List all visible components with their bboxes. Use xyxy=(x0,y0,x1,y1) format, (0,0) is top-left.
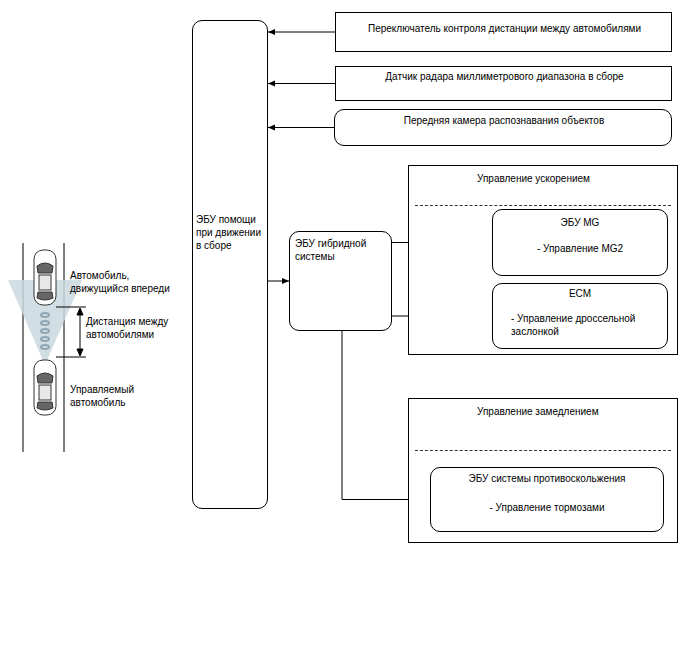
radar-waves xyxy=(41,313,49,349)
node-title: Управление замедлением xyxy=(477,405,673,418)
node-title: ЭБУ системы противоскольжения xyxy=(431,472,663,485)
node-body: - Управление MG2 xyxy=(493,242,667,255)
node-title: Управление ускорением xyxy=(477,172,673,185)
group-box: Управление замедлениемЭБУ системы против… xyxy=(408,398,678,543)
node-title: ECM xyxy=(493,287,667,300)
illustration-label: Управляемый автомобиль xyxy=(70,383,170,409)
node-title: Переключатель контроля дистанции между а… xyxy=(336,22,673,35)
node-title: ЭБУ гибридной системы xyxy=(295,237,387,263)
connector-arrow xyxy=(268,32,335,33)
ecu-box: ЭБУ системы противоскольжения - Управлени… xyxy=(430,467,664,532)
node-body: - Управление дроссельной заслонкой xyxy=(511,312,661,338)
dashed-divider xyxy=(415,205,671,206)
node-body: - Управление тормозами xyxy=(431,501,663,514)
front-car xyxy=(34,250,56,305)
connector-arrow xyxy=(268,127,334,128)
illustration-label: Автомобиль, движущийся впереди xyxy=(70,269,182,295)
lane-line xyxy=(64,243,65,452)
node-title: ЭБУ помощи при движении в сборе xyxy=(196,213,264,252)
connector-arrow xyxy=(268,83,335,84)
input-box: Передняя камера распознавания объектов xyxy=(334,109,672,146)
illustration-label: Дистанция между автомобилями xyxy=(86,315,196,341)
group-box: Управление ускорениемЭБУ MG - Управление … xyxy=(408,165,678,355)
input-box: Переключатель контроля дистанции между а… xyxy=(335,12,672,52)
node-title: Датчик радара миллиметрового диапазона в… xyxy=(336,70,673,83)
dashed-divider xyxy=(415,450,671,451)
connector-arrow xyxy=(268,281,289,282)
node-title: ЭБУ MG xyxy=(493,216,667,229)
distance-dimension xyxy=(56,307,86,357)
input-box: Датчик радара миллиметрового диапазона в… xyxy=(335,66,672,101)
lane-line xyxy=(23,243,24,452)
own-car xyxy=(34,360,56,415)
ecu-box: ЭБУ гибридной системы xyxy=(289,231,392,331)
ecu-box: ЭБУ MG - Управление MG2 xyxy=(492,209,668,276)
node-title: Передняя камера распознавания объектов xyxy=(335,114,673,127)
ecu-box: ECM - Управление дроссельной заслонкой xyxy=(492,283,668,349)
ecu-box: ЭБУ помощи при движении в сборе xyxy=(192,20,268,509)
